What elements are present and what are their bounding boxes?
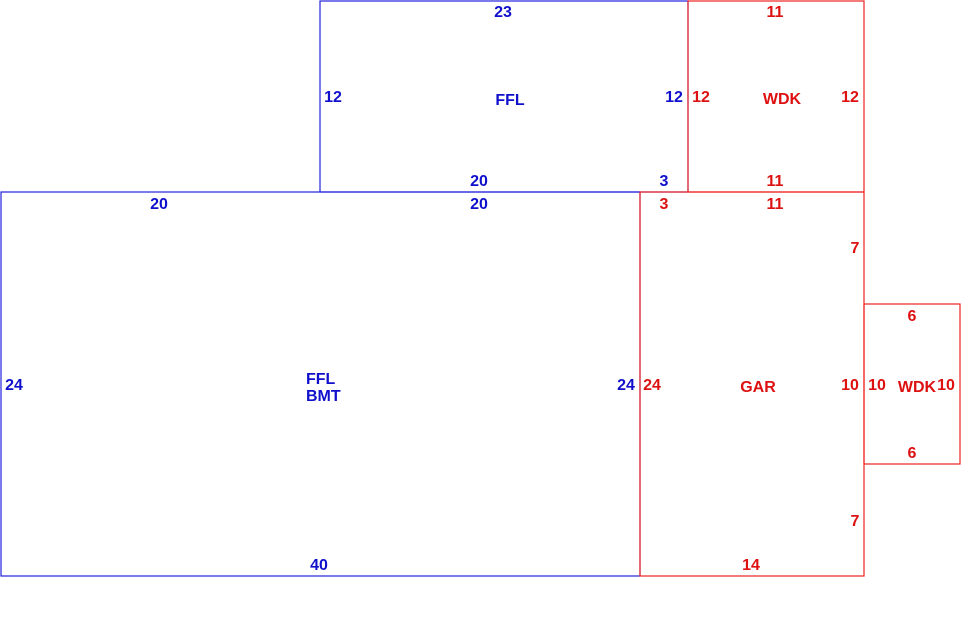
wdk-side-label: WDK (898, 379, 937, 396)
ffl-bmt-left-dim: 24 (5, 377, 23, 394)
gar-bottom-dim: 14 (742, 557, 760, 574)
ffl-bmt-label-line2: BMT (306, 388, 341, 405)
wdk-upper-label: WDK (763, 91, 802, 108)
wdk-side-top-dim: 6 (908, 308, 917, 325)
wdk-upper-right-dim: 12 (841, 89, 859, 106)
gar-right-lower-dim: 7 (851, 513, 860, 530)
gar-top-right-dim: 11 (767, 196, 784, 213)
ffl-upper-label: FFL (495, 92, 525, 109)
gar-right-middle-dim: 10 (841, 377, 859, 394)
gar-label: GAR (740, 379, 776, 396)
wdk-side-right-dim: 10 (937, 377, 955, 394)
wdk-upper-left-dim: 12 (692, 89, 710, 106)
ffl-upper-top-dim: 23 (494, 4, 512, 21)
wdk-side-left-dim: 10 (868, 377, 886, 394)
ffl-upper-bottom-left-dim: 20 (470, 173, 488, 190)
ffl-bmt-top-right-dim: 20 (470, 196, 488, 213)
gar-right-upper-dim: 7 (851, 240, 860, 257)
wdk-upper-bottom-dim: 11 (767, 173, 784, 190)
wdk-upper-top-dim: 11 (767, 4, 784, 21)
wdk-side-outline (863, 303, 961, 465)
ffl-bmt-right-dim: 24 (617, 377, 635, 394)
ffl-upper-left-dim: 12 (324, 89, 342, 106)
ffl-upper-right-dim: 12 (665, 89, 683, 106)
ffl-upper-bottom-right-dim: 3 (660, 173, 669, 190)
gar-left-dim: 24 (643, 377, 661, 394)
wdk-side-bottom-dim: 6 (908, 445, 917, 462)
ffl-bmt-top-left-dim: 20 (150, 196, 168, 213)
ffl-bmt-label-line1: FFL (306, 371, 336, 388)
ffl-bmt-bottom-dim: 40 (310, 557, 328, 574)
gar-top-left-dim: 3 (660, 196, 669, 213)
